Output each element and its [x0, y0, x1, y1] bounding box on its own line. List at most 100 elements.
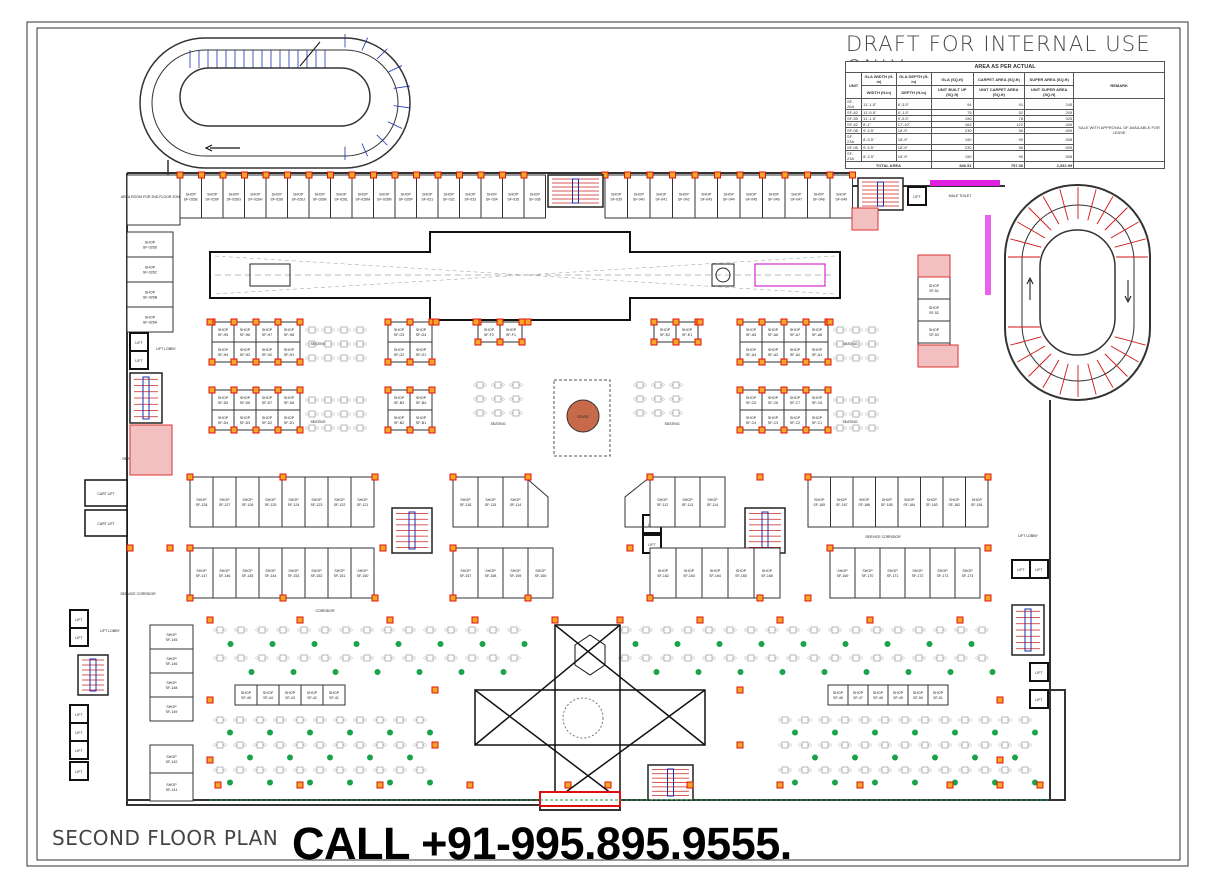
column-marker [471, 616, 479, 624]
shop-outline [699, 476, 726, 528]
chair-icon [875, 328, 879, 332]
hatched-unit [917, 344, 959, 368]
chair-icon [679, 383, 683, 387]
column-marker [296, 386, 304, 394]
chair-icon [339, 628, 343, 632]
stage-label: STAGE [577, 415, 589, 419]
table-icon [494, 381, 502, 389]
drawing-border-inner [36, 27, 1181, 861]
dome-outline [562, 697, 604, 739]
shop-outline [287, 174, 310, 219]
chair-icon [633, 383, 637, 387]
chair-icon [865, 426, 869, 430]
shop-outline [126, 256, 174, 283]
col-carpet: CARPET AREA (SQ.ft) [972, 72, 1026, 86]
chair-icon [315, 426, 319, 430]
shop-outline [904, 547, 931, 599]
chair-icon [1018, 718, 1022, 722]
chair-icon [628, 656, 632, 660]
planter-icon [758, 641, 765, 647]
chair-icon [870, 656, 874, 660]
area-table-caption: AREA AS PER ACTUAL [845, 61, 1165, 73]
chair-icon [223, 743, 227, 747]
chair-icon [433, 656, 437, 660]
column-marker [206, 696, 214, 704]
stair-well [89, 658, 97, 692]
column-marker [736, 171, 744, 179]
chair-icon [691, 656, 695, 660]
chair-icon [778, 718, 782, 722]
chair-icon [833, 426, 837, 430]
ramp-step-red [1110, 345, 1139, 363]
shop-outline [189, 547, 214, 599]
table-icon [961, 741, 969, 749]
chair-icon [859, 426, 863, 430]
shop-id: SF-153 [288, 574, 300, 578]
column-marker [456, 171, 463, 179]
chair-icon [968, 768, 972, 772]
shop-label: SHOP [873, 691, 884, 695]
chair-icon [433, 628, 437, 632]
chair-icon [333, 718, 337, 722]
column-marker [384, 358, 392, 366]
chair-icon [391, 656, 395, 660]
chair-icon [283, 718, 287, 722]
ramp-step-red [1096, 196, 1114, 225]
shop-id: SF-026H [248, 198, 263, 202]
chair-icon [964, 628, 968, 632]
shop-id: SF-H6 [240, 333, 250, 337]
chair-icon [843, 426, 847, 430]
chair-icon [859, 342, 863, 346]
column-marker [686, 781, 694, 789]
shop-outline [452, 547, 479, 599]
planter-icon [992, 729, 998, 736]
chair-icon [423, 628, 427, 632]
chair-icon [353, 328, 357, 332]
column-marker [431, 686, 439, 694]
chair-icon [333, 768, 337, 772]
shop-label: SHOP [394, 348, 405, 352]
table-icon [476, 395, 484, 403]
table-icon [236, 766, 244, 774]
shop-label: SHOP [508, 193, 519, 197]
shop-outline [480, 174, 503, 219]
lift-label: LIFT [75, 618, 83, 622]
shop-outline [416, 174, 439, 219]
shop-id: SF-146 [219, 574, 231, 578]
table-icon [342, 626, 350, 634]
lift-lobby-label: LIFT LOBBY [100, 629, 120, 633]
lift [1029, 662, 1049, 682]
hatched-unit [851, 207, 879, 231]
planter-icon [737, 669, 744, 675]
column-marker [984, 544, 992, 552]
table-icon [300, 654, 308, 662]
planter-icon [989, 669, 996, 675]
chair-icon [918, 768, 922, 772]
shop-id: SF-026B [143, 296, 158, 300]
table-icon [781, 716, 789, 724]
table-icon [663, 626, 671, 634]
column-marker [946, 781, 954, 789]
chair-icon [465, 628, 469, 632]
planter-icon [227, 641, 234, 647]
shop-outline [308, 174, 331, 219]
area-table-cell: SF-26A [844, 98, 863, 110]
shop-id: SF-112 [657, 503, 669, 507]
ramp-step-red [1010, 238, 1042, 248]
chair-icon [305, 328, 309, 332]
table-icon [901, 716, 909, 724]
chair-icon [1008, 768, 1012, 772]
shop-label: SHOP [284, 416, 295, 420]
chair-icon [723, 656, 727, 660]
shop-outline [459, 174, 482, 219]
chair-icon [444, 656, 448, 660]
planter-icon [367, 754, 373, 761]
shop-id: SF-H5 [218, 333, 228, 337]
ramp-step-red [1104, 353, 1128, 377]
